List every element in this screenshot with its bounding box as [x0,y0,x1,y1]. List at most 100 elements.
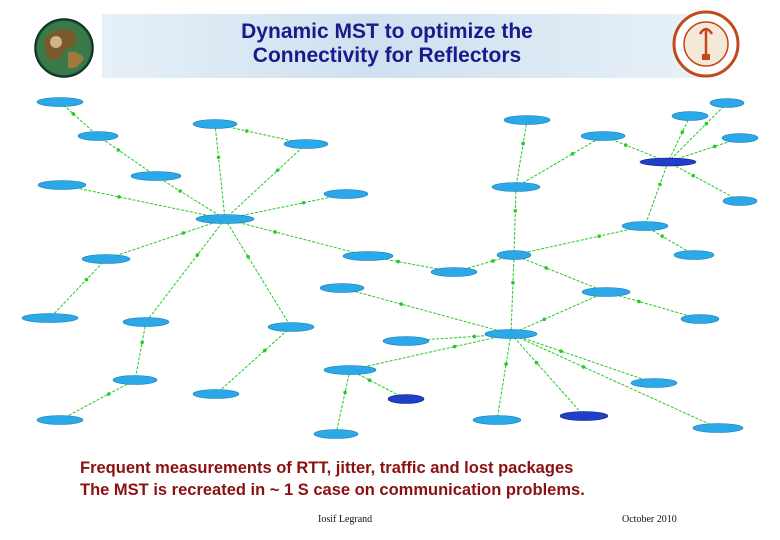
edge-marker [178,189,182,193]
reflector-node [323,189,369,199]
reflector-node-highlighted [559,411,609,421]
edge-marker [273,230,277,234]
reflector-node [283,139,329,149]
reflector-node [21,313,79,323]
reflector-node [122,317,170,327]
network-nodes [21,97,759,439]
reflector-node-highlighted [387,394,425,404]
network-edge [496,333,512,421]
reflector-node [630,378,678,388]
network-edge [224,193,347,220]
edge-marker [246,254,250,259]
globe-logo-icon [34,18,94,78]
edge-marker [140,340,144,345]
network-edge [667,161,741,202]
edge-marker [396,259,400,264]
reflector-node [77,131,119,141]
edge-marker [521,141,525,146]
network-edge [155,175,226,220]
edge-marker [106,392,111,396]
edge-marker [216,155,221,160]
mst-network-diagram [21,97,759,439]
reflector-node [313,429,359,439]
edge-marker [472,334,477,339]
reflector-node [496,250,532,260]
reflector-node [722,196,758,206]
reflector-node [671,111,709,121]
title-line-1: Dynamic MST to optimize the [241,20,533,43]
edge-marker [452,344,457,349]
network-edge [224,143,307,220]
network-edge [667,102,728,163]
edge-marker [513,209,518,213]
reflector-node [680,314,720,324]
reflector-node [673,250,715,260]
title-banner [102,14,704,78]
edge-marker [660,234,664,238]
network-edge [341,287,512,335]
reflector-node [323,365,377,375]
edge-marker [658,182,662,187]
caption-line-1: Frequent measurements of RTT, jitter, tr… [80,459,574,477]
edge-marker [581,365,586,369]
network-edge [349,333,512,371]
reflector-node [192,119,238,129]
network-edge [510,333,585,417]
slide-title: Dynamic MST to optimize the Connectivity… [102,20,672,68]
network-edge [667,137,741,163]
reflector-node [192,389,240,399]
network-edge [349,369,407,400]
network-edge [214,123,226,220]
reflector-node [692,423,744,433]
edge-marker [597,234,601,238]
edge-marker [491,259,495,263]
edge-marker [84,277,89,282]
reflector-node [195,214,255,224]
edge-marker [704,121,709,126]
network-edge [510,254,515,335]
edge-marker [117,195,121,199]
reflector-node [36,415,84,425]
edge-marker [713,144,717,149]
network-edge [510,333,655,384]
edge-marker [399,302,403,306]
network-edge [61,184,226,220]
reflector-node [484,329,538,339]
presentation-date: October 2010 [622,514,677,525]
reflector-node [37,180,87,190]
reflector-node [621,221,669,231]
network-edge [215,326,292,395]
network-edge [602,135,669,163]
network-edge [513,254,607,293]
network-edge [667,115,691,163]
network-edge [224,218,369,257]
reflector-node [267,322,315,332]
title-line-2: Connectivity for Reflectors [252,44,522,67]
edge-marker [181,231,186,235]
network-edge [224,218,292,328]
reflector-node [81,254,131,264]
edge-marker [275,168,280,173]
author-credit: Iosif Legrand [318,514,373,525]
network-edge [513,186,517,256]
reflector-node [721,133,759,143]
reflector-node [382,336,430,346]
network-edge [145,218,226,323]
network-edge [49,258,107,319]
network-edge [513,225,646,256]
reflector-node [319,283,365,293]
network-edge [515,135,604,188]
edge-marker [262,348,267,353]
edge-marker [343,390,347,395]
network-edge [515,119,528,188]
reflector-node [430,267,478,277]
reflector-node [503,115,551,125]
edge-marker [245,129,249,133]
network-edge [97,135,157,177]
network-edge [105,218,226,260]
caption-line-2: The MST is recreated in ~ 1 S case on co… [80,481,585,499]
edge-marker [301,200,306,205]
network-edge [510,333,719,429]
edge-marker [71,112,76,116]
edge-marker [623,143,628,147]
